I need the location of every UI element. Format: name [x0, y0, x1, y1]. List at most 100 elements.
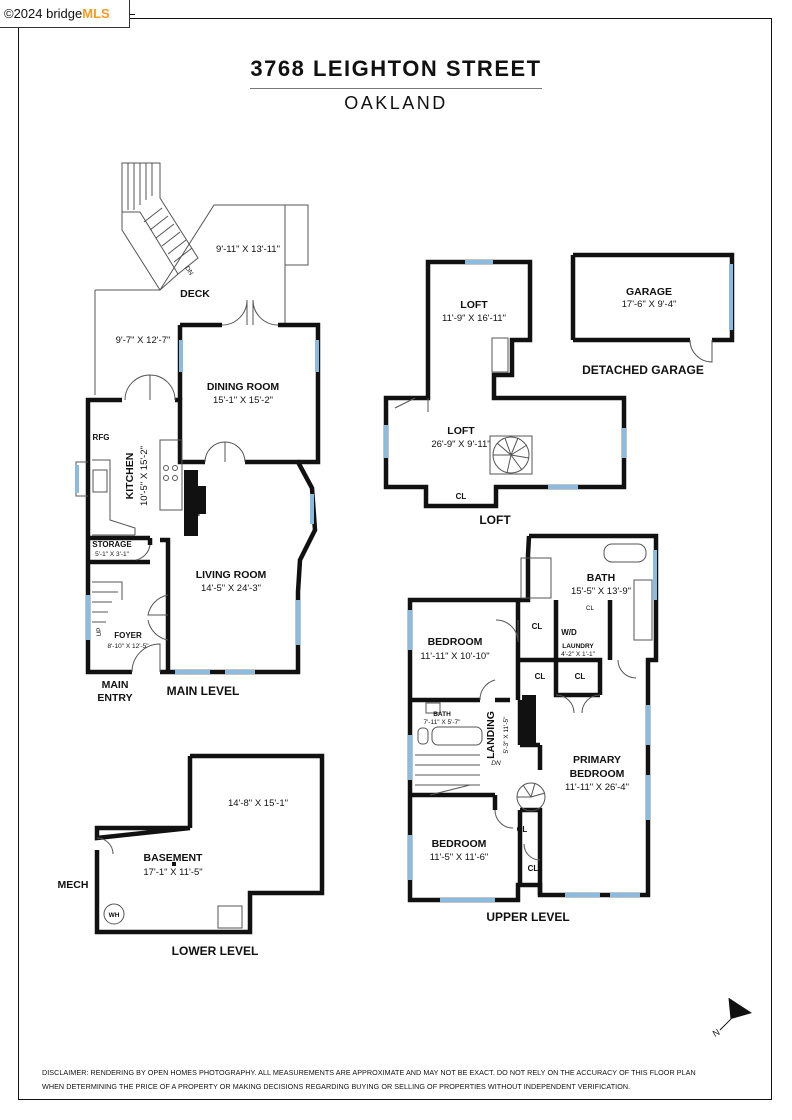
page-title: 3768 LEIGHTON STREET	[250, 56, 542, 81]
garage-dims: 17'-6" X 9'-4"	[622, 299, 677, 310]
landing-down-label: DN	[491, 760, 501, 767]
dining-room-walls	[177, 322, 321, 465]
primary-bedroom-label-2: BEDROOM	[570, 768, 625, 780]
upper-level	[407, 533, 659, 903]
loft-upper-dims: 11'-9" X 16'-11"	[442, 313, 506, 324]
watermark-brand: MLS	[82, 6, 110, 21]
fireplace-icon	[184, 470, 198, 536]
bedroom-1-dims: 11'-11" X 10'-10"	[420, 651, 489, 662]
main-entry-label-2: ENTRY	[97, 692, 132, 704]
hall-bath-dims: 7'-11" X 5'-7"	[424, 719, 462, 726]
landing-closet-label: CL	[522, 705, 531, 712]
basement-fixture	[217, 905, 243, 929]
dining-room-label: DINING ROOM	[207, 381, 280, 393]
deck-label: DECK	[180, 288, 210, 300]
kitchen-island	[159, 439, 183, 511]
disclaimer-line-2: WHEN DETERMINING THE PRICE OF A PROPERTY…	[42, 1082, 631, 1091]
hall-bath-label: BATH	[433, 711, 451, 718]
bathtub-icon	[603, 543, 647, 563]
kitchen-label: KITCHEN	[124, 453, 136, 500]
lower-level-label: LOWER LEVEL	[172, 944, 259, 958]
kitchen-counter	[92, 459, 136, 536]
foyer-up-label: UP	[96, 627, 103, 636]
bath-vanity	[633, 579, 653, 641]
landing-label: LANDING	[485, 711, 497, 759]
basement-walls	[94, 753, 325, 935]
watermark: ©2024 bridgeMLS	[0, 0, 130, 28]
storage-dims: 5'-1" X 3'-1"	[95, 551, 130, 558]
garage-level	[570, 252, 735, 363]
bath-closet-label: CL	[586, 605, 595, 612]
foyer-dims: 8'-10" X 12'-5"	[107, 643, 149, 650]
foyer-label: FOYER	[114, 631, 142, 640]
refrigerator-label: RFG	[93, 433, 110, 442]
bedroom-1-closet-label: CL	[532, 622, 543, 631]
storage-label: STORAGE	[92, 540, 132, 549]
primary-bath-dims: 15'-5" X 13'-9"	[571, 586, 631, 597]
deck-bench	[284, 204, 309, 266]
upper-level-label: UPPER LEVEL	[486, 910, 569, 924]
deck-outline	[94, 204, 309, 395]
laundry-dims: 4'-2" X 1'-1"	[561, 651, 596, 658]
sink-icon	[92, 469, 108, 493]
deck-stairs	[121, 162, 199, 291]
lower-level-dims-upper: 14'-8" X 15'-1"	[228, 798, 288, 809]
primary-bedroom-label-1: PRIMARY	[573, 754, 621, 766]
loft-lower-label: LOFT	[447, 425, 475, 437]
foyer-stairs	[92, 581, 123, 623]
disclaimer: DISCLAIMER: RENDERING BY OPEN HOMES PHOT…	[42, 1066, 762, 1094]
deck-dims-upper: 9'-11" X 13'-11"	[216, 244, 280, 255]
living-room-wall	[160, 537, 171, 672]
bedroom-1-label: BEDROOM	[428, 636, 483, 648]
north-arrow-icon: N	[711, 997, 752, 1039]
basement-dims: 17'-1" X 11'-5"	[143, 867, 202, 878]
disclaimer-line-1: DISCLAIMER: RENDERING BY OPEN HOMES PHOT…	[42, 1068, 696, 1077]
kitchen-dims: 10'-5" X 15'-2"	[139, 446, 150, 506]
hall-closet-2-label: CL	[575, 672, 586, 681]
dining-room-dims: 15'-1" X 15'-2"	[213, 395, 273, 406]
spiral-stair-icon	[489, 435, 533, 475]
basement-label: BASEMENT	[144, 852, 204, 864]
garage-label: GARAGE	[626, 286, 672, 298]
primary-bath-label: BATH	[587, 572, 615, 584]
landing-stairs	[415, 754, 480, 796]
primary-bedroom-dims: 11'-11" X 26'-4"	[565, 782, 629, 793]
landing-column	[522, 695, 536, 745]
deck-dims: 9'-7" X 12'-7"	[116, 335, 171, 346]
loft-closet-label: CL	[456, 492, 467, 501]
bedroom-2-closet-2-label: CL	[528, 864, 539, 873]
main-level	[75, 162, 321, 675]
loft-walls	[383, 259, 627, 509]
bedroom-2-label: BEDROOM	[432, 838, 487, 850]
living-room-label: LIVING ROOM	[196, 569, 267, 581]
laundry-label: LAUNDRY	[562, 643, 594, 650]
shower-icon	[520, 557, 552, 599]
main-level-label: MAIN LEVEL	[167, 684, 240, 698]
loft-level-label: LOFT	[479, 513, 511, 527]
water-heater-icon	[103, 903, 125, 925]
lower-level	[94, 753, 325, 935]
loft-upper-label: LOFT	[460, 299, 488, 311]
watermark-prefix: ©2024 bridge	[4, 6, 83, 21]
main-entry-label-1: MAIN	[102, 679, 129, 691]
svg-text:N: N	[711, 1027, 722, 1039]
loft-level	[383, 259, 627, 509]
range-icon	[163, 465, 178, 481]
storage-walls	[88, 535, 153, 565]
living-room-dims: 14'-5" X 24'-3"	[201, 583, 261, 594]
title-rule	[250, 88, 542, 89]
landing-dims: 5'-3" X 11'-5"	[503, 716, 510, 754]
upper-exterior-walls	[407, 533, 659, 903]
water-heater-label: WH	[109, 912, 120, 919]
upper-spiral-stair-icon	[516, 782, 546, 812]
bedroom-2-closet-label: CL	[517, 825, 528, 834]
detached-garage-label: DETACHED GARAGE	[582, 363, 704, 377]
fireplace-label: FP	[193, 509, 204, 518]
washer-dryer-label: W/D	[561, 628, 577, 637]
loft-lower-dims: 26'-9" X 9'-11"	[431, 439, 490, 450]
page-frame	[18, 18, 772, 1100]
small-bath-tub	[431, 726, 483, 746]
page-subtitle: OAKLAND	[344, 93, 448, 113]
mech-label: MECH	[58, 879, 89, 891]
